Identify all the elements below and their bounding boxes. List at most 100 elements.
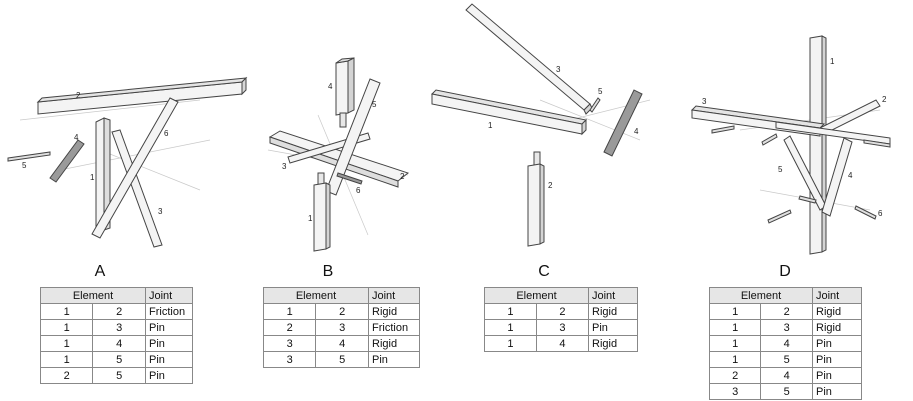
element-6-brace	[91, 97, 179, 239]
cell: 3	[315, 319, 369, 336]
cell: Rigid	[368, 303, 420, 320]
cell: Pin	[145, 335, 193, 352]
cell: 4	[315, 335, 369, 352]
element-number: 1	[308, 214, 313, 223]
cell: Rigid	[588, 335, 638, 352]
element-number: 5	[598, 87, 603, 96]
joint-header: Joint	[588, 287, 638, 304]
element-header: Element	[709, 287, 813, 304]
cell: Pin	[812, 351, 862, 368]
element-number: 1	[488, 121, 493, 130]
panel-label-a: A	[94, 263, 106, 280]
element-3-brace	[111, 129, 163, 248]
element-number: 4	[74, 133, 79, 142]
panel-b: 1 2 3 4 5 6	[258, 55, 418, 255]
cell: 1	[708, 303, 762, 320]
cell: 2	[535, 303, 590, 320]
table-header-row: Element Joint	[709, 287, 862, 304]
table-header-row: Element Joint	[263, 287, 420, 304]
element-number: 1	[830, 57, 835, 66]
cell: 2	[760, 303, 813, 320]
element-number: 5	[778, 165, 783, 174]
element-4-brace	[821, 137, 853, 217]
cell: Pin	[812, 335, 862, 352]
cell: 1	[262, 303, 317, 320]
panel-d: 1 2 3 4 5 6	[680, 30, 910, 260]
element-header: Element	[40, 287, 146, 304]
table-header-row: Element Joint	[40, 287, 193, 304]
joint-header: Joint	[368, 287, 420, 304]
cell: Pin	[145, 319, 193, 336]
cell: 5	[760, 351, 813, 368]
element-header: Element	[263, 287, 369, 304]
element-5-pin	[589, 97, 601, 113]
cell: Rigid	[368, 335, 420, 352]
cell: 5	[92, 367, 146, 384]
panel-label-d: D	[779, 263, 791, 280]
pin-pieces	[711, 125, 891, 224]
cell: 1	[484, 319, 537, 336]
element-number: 3	[158, 207, 163, 216]
panel-c: 1 2 3 4 5	[420, 0, 670, 255]
element-number: 2	[76, 91, 81, 100]
element-number: 2	[882, 95, 887, 104]
cell: 5	[760, 383, 813, 400]
cell: 2	[315, 303, 369, 320]
element-number: 1	[90, 173, 95, 182]
element-number: 6	[356, 186, 361, 195]
table-header-row: Element Joint	[484, 287, 638, 304]
cell: 5	[92, 351, 146, 368]
cell: 1	[484, 303, 537, 320]
element-number: 4	[328, 82, 333, 91]
element-5-pin	[7, 151, 51, 162]
element-number: 3	[556, 65, 561, 74]
element-3-side	[269, 136, 399, 188]
cell: Pin	[145, 351, 193, 368]
cell: 1	[39, 319, 94, 336]
panel-label-b: B	[322, 263, 334, 280]
cell: 1	[708, 335, 762, 352]
element-number: 6	[164, 129, 169, 138]
cell: Pin	[588, 319, 638, 336]
cell: 4	[760, 367, 813, 384]
cell: 4	[92, 335, 146, 352]
cell: 3	[262, 335, 317, 352]
joint-header: Joint	[812, 287, 862, 304]
element-2-post	[527, 151, 545, 247]
cell: 1	[484, 335, 537, 352]
cell: 4	[760, 335, 813, 352]
cell: Rigid	[812, 303, 862, 320]
panel-label-c: C	[538, 263, 550, 280]
cell: Rigid	[812, 319, 862, 336]
element-number: 4	[848, 171, 853, 180]
element-number: 3	[702, 97, 707, 106]
cell: Pin	[812, 383, 862, 400]
element-number: 2	[400, 172, 405, 181]
element-number: 5	[372, 100, 377, 109]
cell: 1	[39, 351, 94, 368]
cell: 4	[535, 335, 590, 352]
joint-header: Joint	[145, 287, 193, 304]
cell: Friction	[368, 319, 420, 336]
element-number: 4	[634, 127, 639, 136]
cell: 5	[315, 351, 369, 368]
cell: Pin	[368, 351, 420, 368]
element-4-piece	[49, 139, 85, 183]
cell: Friction	[145, 303, 193, 320]
element-4-post	[335, 57, 355, 128]
element-number: 2	[548, 181, 553, 190]
cell: 2	[708, 367, 762, 384]
cell: 1	[708, 319, 762, 336]
